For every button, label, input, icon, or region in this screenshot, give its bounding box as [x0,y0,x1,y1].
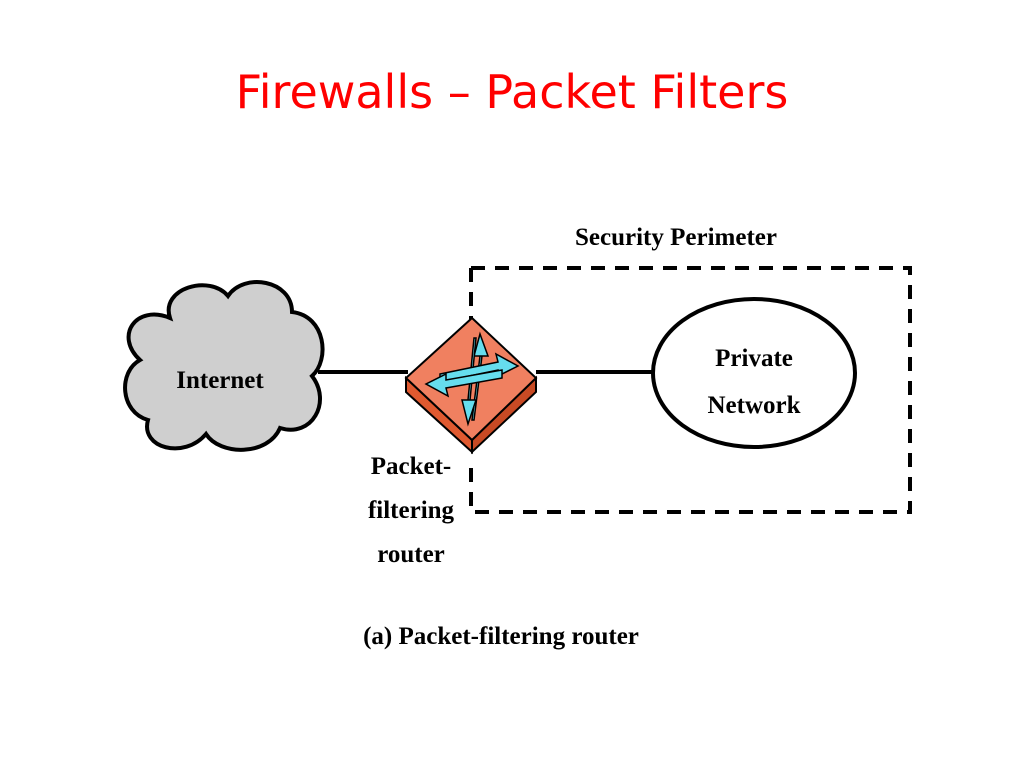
private-network-ellipse [651,297,857,449]
router-arrow-left [424,369,503,398]
slide-title: Firewalls – Packet Filters [235,65,789,119]
diagram-caption: (a) Packet-filtering router [363,623,639,650]
security-perimeter-label: Security Perimeter [575,224,777,251]
private-network-label-line-2: Network [707,392,800,419]
router-label-line-3: router [377,541,445,568]
ellipse-node: Private Network [651,297,857,449]
private-network-label-line-1: Private [715,345,793,372]
router-label-line-2: filtering [368,497,455,524]
router-icon [404,316,538,455]
internet-cloud [123,280,325,452]
router-label: Packet- filtering router [368,453,455,568]
internet-label: Internet [176,367,264,394]
cloud-icon: Internet [123,280,325,452]
router-label-line-1: Packet- [371,453,452,480]
router-arrow-down [461,337,478,427]
